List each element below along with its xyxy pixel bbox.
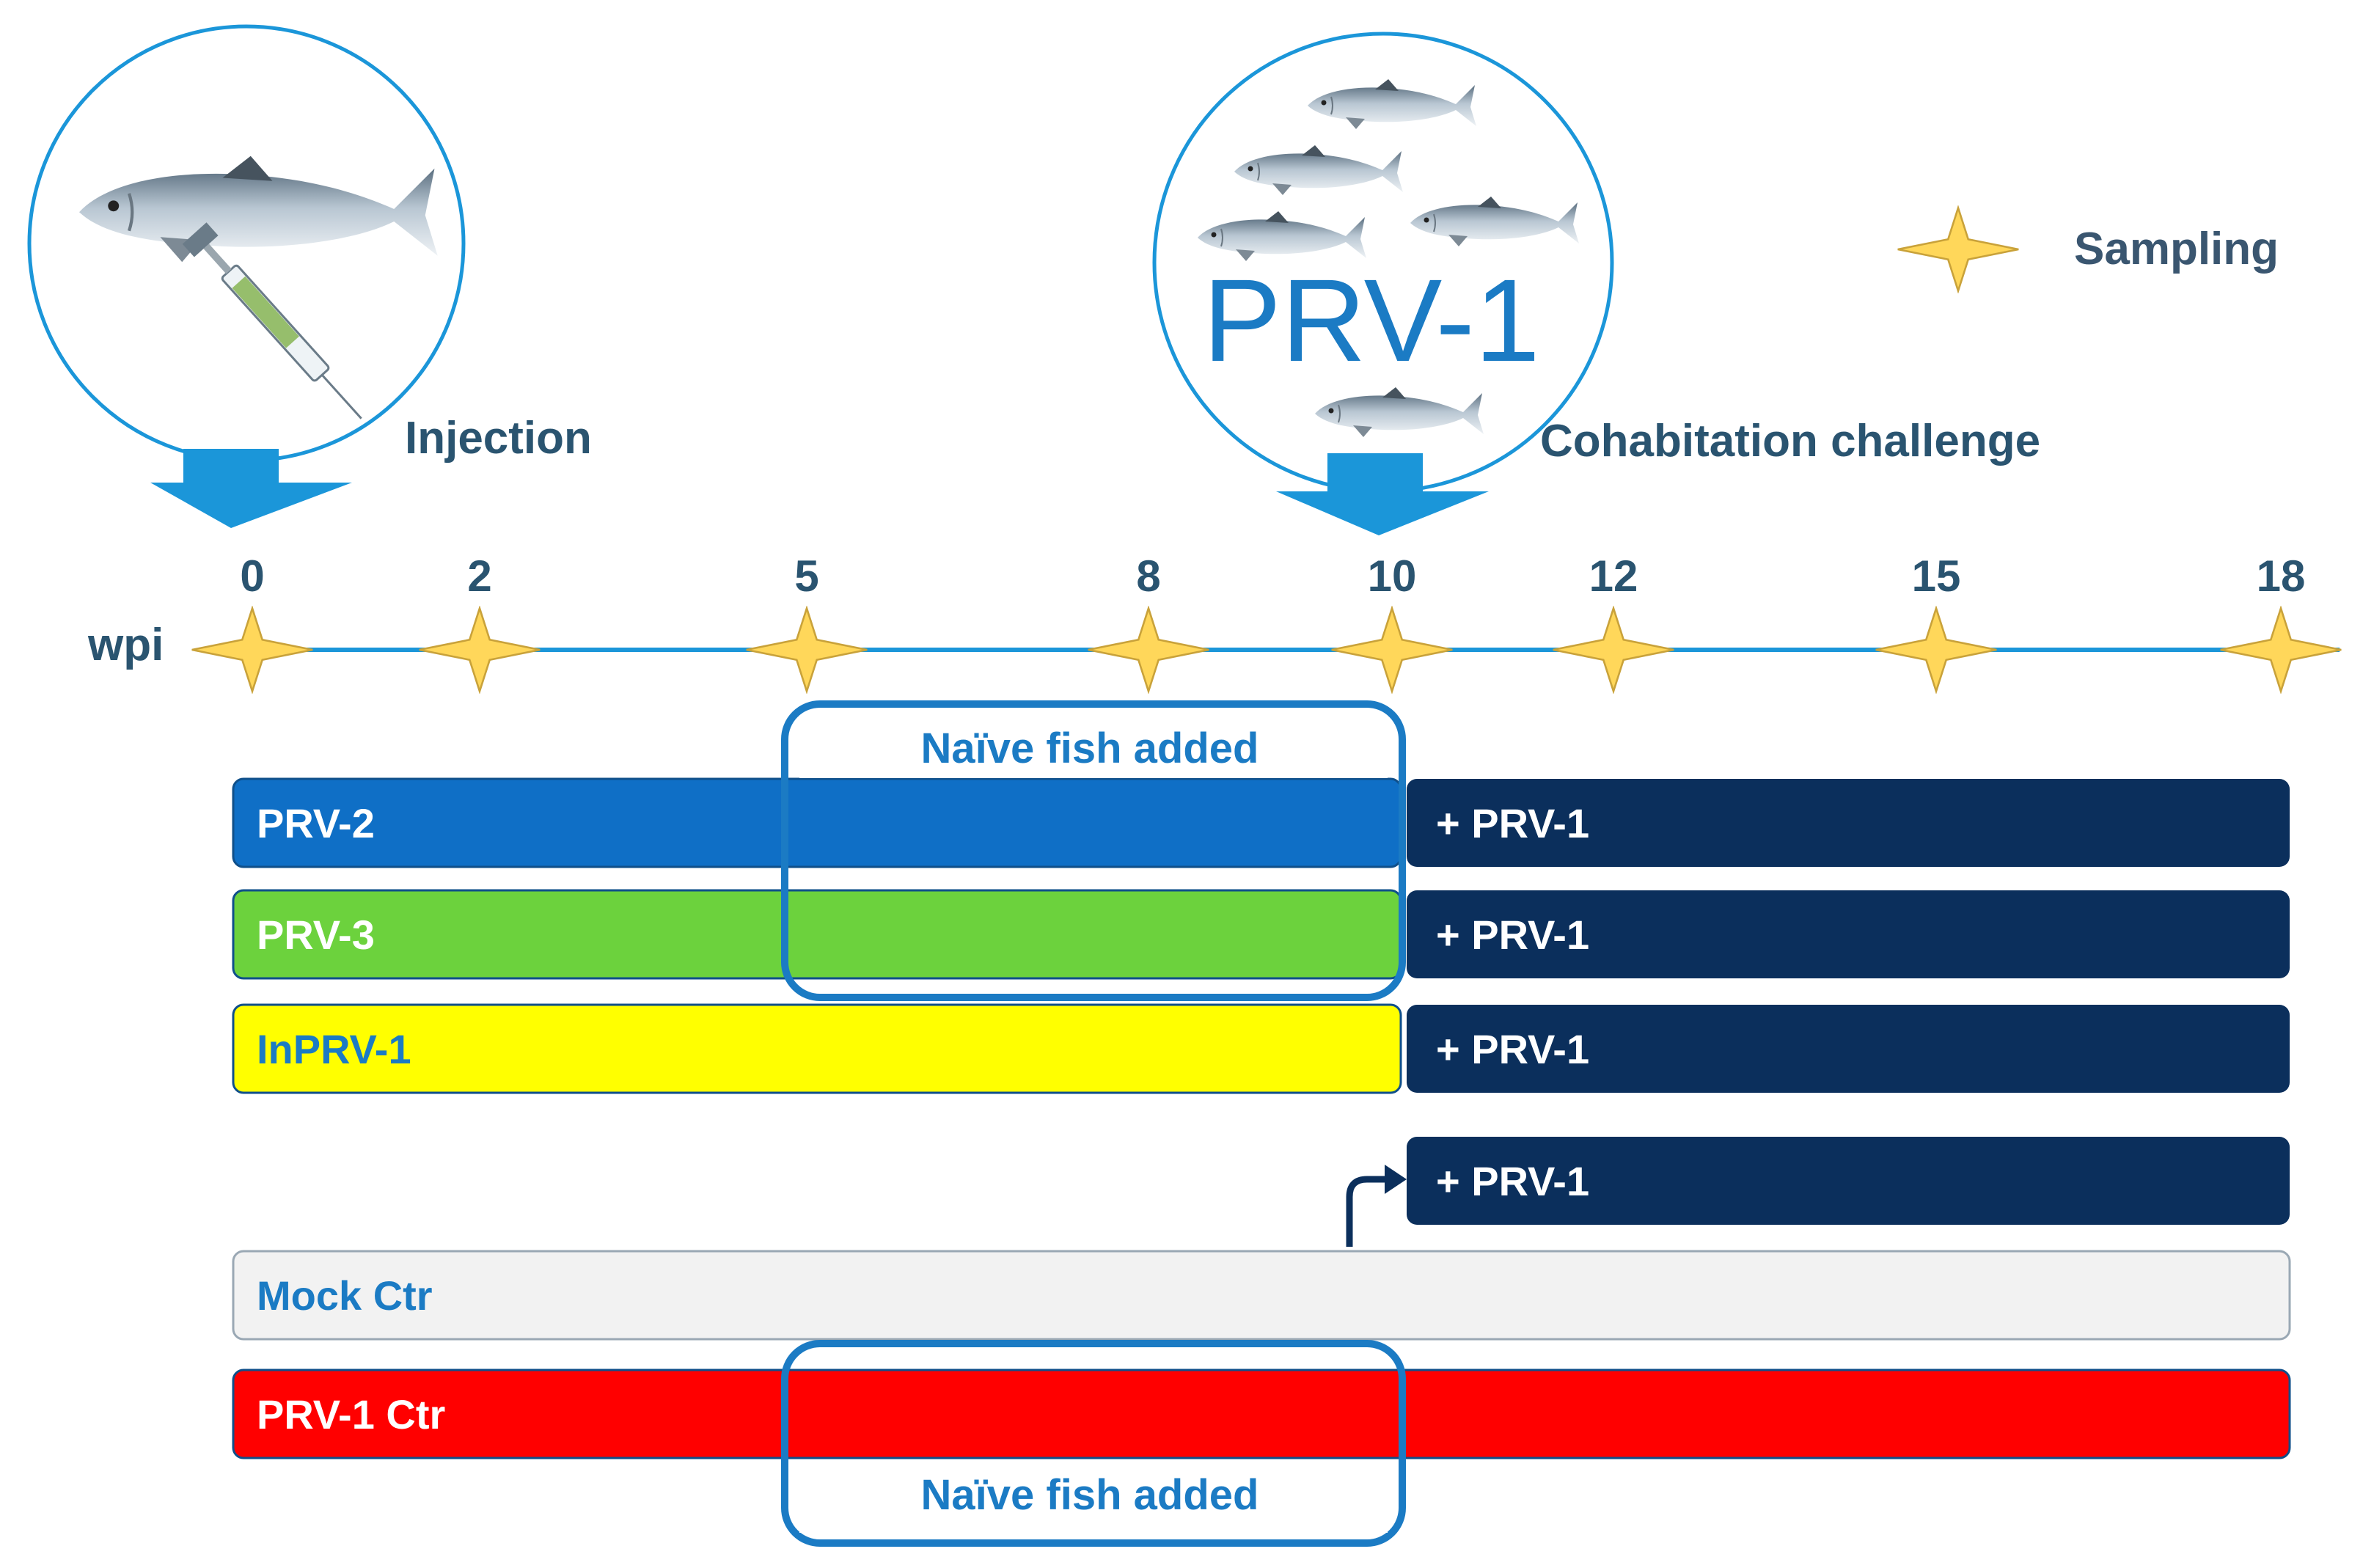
cohabitation-illustration: PRV-1 [1152, 32, 1614, 494]
group-row: PRV-1 Ctr [232, 1369, 2291, 1459]
injection-label: Injection [405, 413, 592, 464]
virus-label: PRV-1 [1203, 254, 1540, 386]
group-bar [232, 777, 1402, 868]
group-bar [232, 1003, 1402, 1094]
group-row: InPRV-1 + PRV-1 [232, 1003, 2290, 1094]
injection-illustration [27, 24, 466, 463]
challenge-label: + PRV-1 [1436, 800, 1589, 846]
tick-label: 18 [2257, 552, 2306, 601]
challenge-label: + PRV-1 [1436, 1026, 1589, 1072]
naive-label-top: Naïve fish added [921, 725, 1259, 772]
sampling-star-icon [745, 607, 868, 692]
cohabitation-label: Cohabitation challenge [1540, 416, 2040, 466]
group-bar [232, 889, 1402, 980]
sampling-star-icon [191, 607, 314, 692]
group-row: + PRV-1 [1407, 1137, 2290, 1225]
timeline-ticks: 0 2 5 8 10 12 15 18 [191, 552, 2342, 692]
sampling-star-icon [1087, 607, 1210, 692]
group-bar [232, 1250, 2291, 1341]
tick-label: 5 [794, 552, 818, 601]
sampling-star-icon [1330, 607, 1454, 692]
tick-label: 0 [240, 552, 264, 601]
sampling-label: Sampling [2074, 224, 2279, 274]
challenge-bar [1407, 890, 2290, 978]
group-label: PRV-3 [257, 912, 375, 958]
naive-fish-box-bottom: Naïve fish added [781, 1340, 1406, 1547]
group-row: Mock Ctr [232, 1250, 2291, 1341]
challenge-bar [1407, 779, 2290, 867]
group-label: Mock Ctr [257, 1272, 433, 1319]
injection-arrow [150, 449, 352, 528]
sampling-star-icon [1875, 607, 1998, 692]
cohabitation-arrow [1276, 453, 1489, 535]
sampling-star-icon [1897, 207, 2020, 292]
group-label: InPRV-1 [257, 1026, 411, 1072]
sampling-star-icon [2219, 607, 2342, 692]
sampling-star-icon [1552, 607, 1675, 692]
tick-label: 8 [1136, 552, 1160, 601]
tick-label: 2 [467, 552, 491, 601]
group-label: PRV-2 [257, 800, 375, 846]
group-bar [232, 1369, 2291, 1459]
sampling-star-icon [418, 607, 541, 692]
mock-challenge-arrow [1346, 1176, 1388, 1247]
tick-label: 10 [1368, 552, 1417, 601]
group-row: PRV-3 + PRV-1 [232, 889, 2290, 980]
tick-label: 12 [1589, 552, 1638, 601]
arrowhead-icon [1385, 1165, 1407, 1194]
syringe-icon [182, 222, 362, 420]
challenge-label: + PRV-1 [1436, 912, 1589, 958]
naive-fish-box-top: Naïve fish added [781, 700, 1406, 1001]
axis-unit-label: wpi [87, 620, 164, 670]
challenge-bar [1407, 1137, 2290, 1225]
group-row: PRV-2 + PRV-1 [232, 777, 2290, 868]
challenge-bar [1407, 1005, 2290, 1093]
group-label: PRV-1 Ctr [257, 1391, 445, 1437]
challenge-label: + PRV-1 [1436, 1158, 1589, 1204]
naive-label-bottom: Naïve fish added [921, 1471, 1259, 1519]
tick-label: 15 [1912, 552, 1961, 601]
